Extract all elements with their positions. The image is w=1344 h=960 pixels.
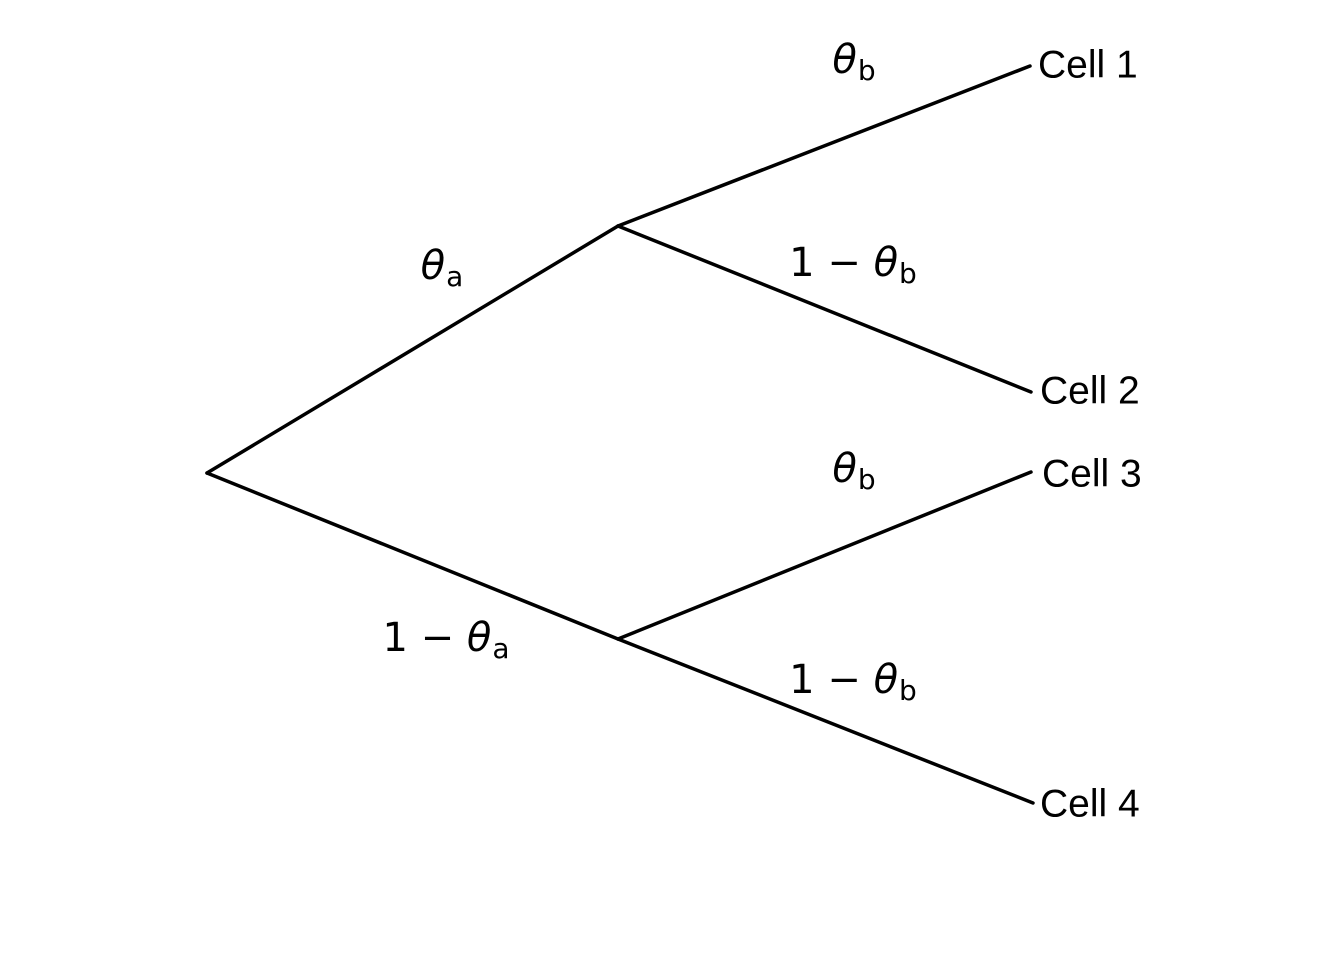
label-subscript: b — [899, 674, 917, 707]
theta-symbol: θ — [466, 615, 492, 661]
label-prefix: 1 − — [382, 615, 467, 661]
theta-symbol: θ — [832, 37, 857, 83]
leaf-label-cell-1: Cell 1 — [1038, 43, 1138, 87]
branch-label-one-minus-theta-b-upper: 1 − θb — [789, 240, 917, 288]
edge-root-upper — [205, 224, 620, 475]
branch-label-theta-b-upper: θb — [832, 37, 875, 85]
edge-upper-cell1 — [616, 64, 1032, 228]
leaf-label-cell-4: Cell 4 — [1040, 782, 1140, 826]
label-prefix: 1 − — [789, 240, 874, 286]
leaf-label-cell-3: Cell 3 — [1042, 452, 1142, 496]
branch-label-one-minus-theta-b-lower: 1 − θb — [789, 657, 917, 705]
label-subscript: b — [899, 257, 917, 290]
theta-symbol: θ — [832, 446, 857, 492]
leaf-label-cell-2: Cell 2 — [1040, 369, 1140, 413]
label-subscript: b — [857, 463, 876, 496]
label-prefix: 1 − — [789, 657, 874, 703]
branch-label-theta-b-lower: θb — [832, 446, 875, 494]
edge-lower-cell4 — [616, 637, 1035, 805]
theta-symbol: θ — [873, 240, 899, 286]
branch-label-one-minus-theta-a: 1 − θa — [382, 615, 509, 663]
edge-lower-cell3 — [616, 470, 1033, 641]
edge-root-lower — [205, 471, 620, 641]
branch-label-theta-a: θa — [420, 243, 464, 291]
edge-upper-cell2 — [616, 224, 1033, 394]
label-subscript: b — [857, 54, 876, 87]
label-subscript: a — [446, 260, 464, 293]
theta-symbol: θ — [420, 243, 446, 289]
theta-symbol: θ — [873, 657, 899, 703]
label-subscript: a — [492, 632, 510, 665]
